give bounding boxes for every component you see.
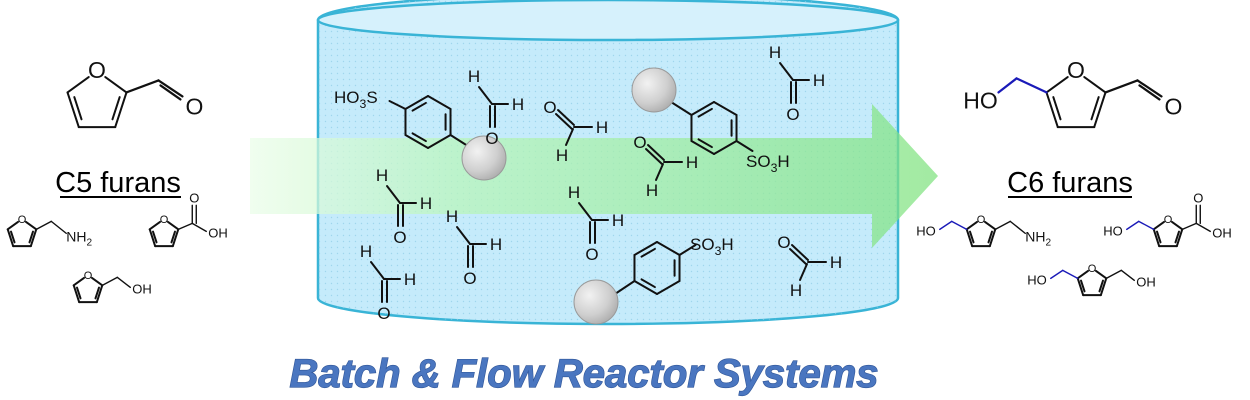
oxygen-label: O (786, 105, 799, 124)
hmfca-structure (1126, 204, 1211, 248)
hydrogen-label: H (556, 146, 568, 165)
sulfonic-acid-resin (404, 95, 452, 149)
ring-oxygen-label: O (1088, 263, 1097, 275)
ring-oxygen-label: O (18, 214, 27, 226)
oxygen-label: O (377, 304, 390, 323)
hydrogen-label: H (612, 211, 624, 230)
oxygen-label: O (585, 245, 598, 264)
formaldehyde (456, 226, 487, 268)
furfuryl-alcohol-structure (72, 276, 131, 304)
ring-oxygen-label: O (84, 270, 93, 282)
hydrogen-label: H (790, 281, 802, 300)
formaldehyde (578, 202, 609, 244)
ring-oxygen-label: O (1164, 214, 1173, 226)
hydroxyl-label: OH (208, 225, 228, 240)
carbonyl-oxygen-label: O (1165, 93, 1183, 119)
formaldehyde (370, 261, 401, 303)
hmf-structure (997, 76, 1163, 129)
sulfonic-acid-resin (690, 101, 738, 155)
formaldehyde (478, 86, 509, 128)
amine-label: NH2 (1025, 228, 1051, 248)
oxygen-label: O (633, 133, 646, 152)
hydrogen-label: H (446, 207, 458, 226)
hydroxyl-label: OH (1136, 274, 1156, 289)
hydroxyl-label: HO (963, 87, 998, 113)
reactor-systems-title: Batch & Flow Reactor Systems (289, 352, 878, 396)
formaldehyde (789, 244, 827, 281)
carbonyl-oxygen-label: O (1193, 190, 1203, 205)
oxygen-label: O (777, 233, 790, 252)
hydrogen-label: H (420, 194, 432, 213)
hydroxyl-label: OH (1212, 225, 1232, 240)
hydrogen-label: H (360, 242, 372, 261)
ring-oxygen-label: O (160, 214, 169, 226)
hydrogen-label: H (468, 67, 480, 86)
c6-furans-heading: C6 furans (1007, 167, 1133, 199)
amine-label: NH2 (66, 228, 92, 248)
c5-furans-heading: C5 furans (55, 167, 181, 199)
furfurylamine-structure (6, 220, 67, 248)
formaldehyde (386, 185, 417, 227)
sulfonic-acid-resin (633, 241, 681, 295)
hydroxyl-label: HO (916, 223, 936, 238)
hydrogen-label: H (512, 95, 524, 114)
bhmf-structure (1050, 269, 1135, 297)
oxygen-label: O (543, 98, 556, 117)
hydrogen-label: H (568, 183, 580, 202)
sulfonic-acid-label: SO3H (746, 152, 790, 175)
catalyst-bead (461, 135, 507, 181)
process-arrow (250, 104, 938, 248)
hydrogen-label: H (404, 270, 416, 289)
oxygen-label: O (393, 228, 406, 247)
reactor-top (316, 0, 900, 42)
ring-oxygen-label: O (88, 57, 106, 83)
sulfonic-acid-label: SO3H (690, 235, 734, 258)
formaldehyde (555, 109, 593, 146)
hydrogen-label: H (596, 118, 608, 137)
hydrogen-label: H (830, 253, 842, 272)
furfural-structure (66, 76, 184, 129)
hydrogen-label: H (686, 153, 698, 172)
sulfonic-acid-label: HO3S (334, 88, 378, 111)
hydrogen-label: H (813, 71, 825, 90)
ring-oxygen-label: O (1067, 57, 1085, 83)
catalyst-bead (631, 67, 677, 113)
hydrogen-label: H (376, 166, 388, 185)
furoic-acid-structure (148, 204, 207, 248)
hydrogen-label: H (769, 43, 781, 62)
hydrogen-label: H (646, 181, 658, 200)
catalyst-bead (573, 279, 619, 325)
carbonyl-oxygen-label: O (189, 190, 199, 205)
oxygen-label: O (485, 129, 498, 148)
hydroxyl-label: HO (1103, 223, 1123, 238)
oxygen-label: O (463, 269, 476, 288)
hydrogen-label: H (490, 235, 502, 254)
amino-hmf-structure (939, 220, 1026, 248)
formaldehyde (645, 144, 683, 181)
ring-oxygen-label: O (977, 214, 986, 226)
formaldehyde (779, 62, 810, 104)
hydroxyl-label: HO (1027, 272, 1047, 287)
hydroxyl-label: OH (132, 281, 152, 296)
carbonyl-oxygen-label: O (186, 93, 204, 119)
